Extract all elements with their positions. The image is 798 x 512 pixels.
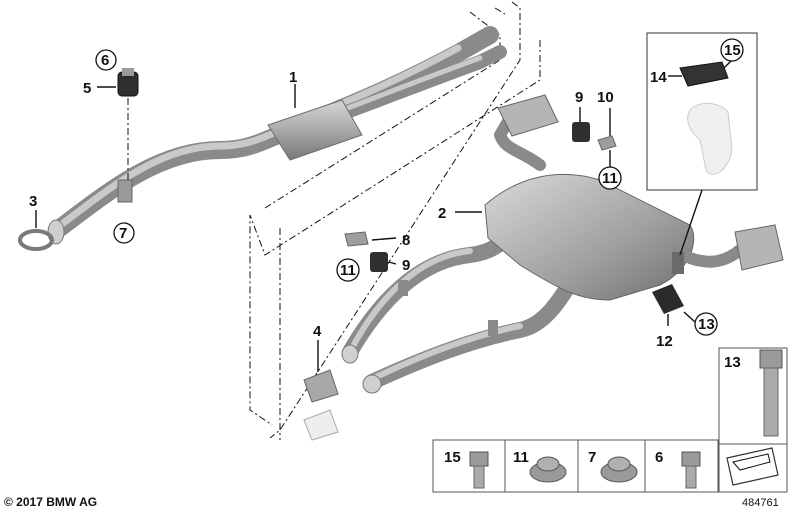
callout-12: 12	[656, 333, 673, 350]
rear-silencer-assembly	[341, 94, 784, 394]
callout-13: 13	[698, 316, 715, 333]
vacuum-actuator	[679, 61, 729, 87]
rear-rubber-mount-upper	[572, 122, 617, 151]
callout-11-lower: 11	[340, 262, 356, 279]
center-muffler	[267, 99, 363, 161]
parts-tray	[432, 347, 788, 493]
direction-arrow-icon	[726, 447, 779, 486]
callout-circle-15	[720, 38, 744, 62]
callout-circle-13	[694, 312, 718, 336]
pipe-clamp-4	[303, 369, 339, 441]
callout-6: 6	[101, 52, 109, 69]
bolt-icon	[681, 451, 701, 489]
flange-nut-icon	[529, 456, 567, 483]
hanger-bracket-8	[344, 231, 369, 247]
long-bolt-icon	[759, 349, 783, 437]
document-number: 484761	[742, 497, 779, 509]
callout-4: 4	[313, 323, 322, 340]
assembly-outline-rear	[249, 40, 541, 440]
callout-15: 15	[724, 42, 741, 59]
callout-8: 8	[402, 232, 410, 249]
callout-11-upper: 11	[602, 170, 618, 187]
tray-label-15: 15	[444, 449, 461, 466]
front-hanger-bracket	[117, 179, 133, 203]
silencer-mount-rubber	[652, 284, 684, 314]
callout-14: 14	[650, 69, 667, 86]
callout-3: 3	[29, 193, 37, 210]
callout-circle-7	[113, 222, 135, 244]
hanger-bracket-10	[597, 135, 617, 151]
callout-circle-11-upper	[598, 166, 622, 190]
parts-tray-labels: 15 11 7 6 13	[444, 354, 741, 466]
rear-silencer-body	[484, 173, 695, 301]
copyright-text: © 2017 BMW AG	[4, 495, 97, 509]
actuator-bracket	[687, 103, 733, 175]
pipe-clamp	[18, 229, 54, 251]
rear-rubber-mount-lower	[344, 231, 388, 272]
hex-nut-icon	[600, 456, 638, 483]
tray-label-6: 6	[655, 449, 663, 466]
front-pipe-assembly	[18, 26, 507, 251]
front-rubber-mount	[117, 68, 139, 182]
bolt-panel-label-13: 13	[724, 354, 741, 371]
callout-5: 5	[83, 80, 91, 97]
tray-label-7: 7	[588, 449, 596, 466]
tray-label-11: 11	[513, 449, 529, 466]
callouts: 1 2 3 4 5 6 7 8 9 9 10 11 11 12 13 14 15	[29, 38, 744, 350]
callout-2: 2	[438, 205, 446, 222]
right-tailpipe	[734, 224, 784, 271]
callout-9-upper: 9	[575, 89, 583, 106]
callout-circle-6	[95, 49, 117, 71]
callout-1: 1	[289, 69, 297, 86]
bolt-icon	[469, 451, 489, 489]
callout-7: 7	[119, 225, 127, 242]
callout-10: 10	[597, 89, 614, 106]
left-tailpipe	[497, 94, 559, 137]
callout-circle-11-lower	[336, 258, 360, 282]
callout-9-lower: 9	[402, 257, 410, 274]
flap-actuator-mount	[672, 252, 684, 274]
